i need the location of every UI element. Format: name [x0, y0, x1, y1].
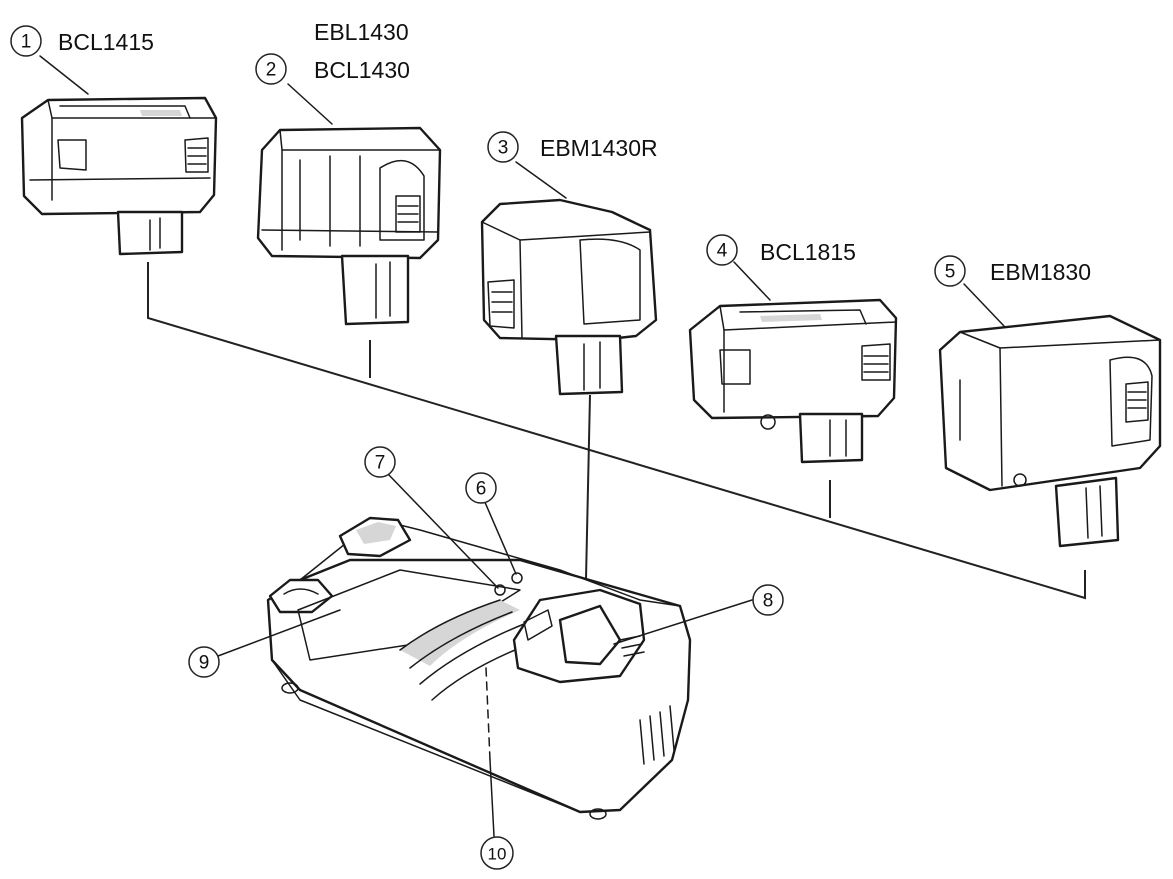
- battery-2-illustration: [256, 126, 442, 326]
- battery-2-marker: 2: [266, 60, 277, 81]
- battery-3-marker: 3: [498, 138, 509, 159]
- part-10-label: 10: [480, 836, 514, 870]
- part-6-marker: 6: [476, 479, 487, 500]
- part-9-marker: 9: [199, 653, 210, 674]
- charger-leaders: [217, 473, 753, 837]
- battery-2-label: EBL1430 2 BCL1430: [255, 19, 410, 85]
- battery-4-model: BCL1815: [760, 239, 856, 265]
- part-10-marker: 10: [488, 845, 507, 864]
- battery-4-label: 4 BCL1815: [706, 234, 856, 266]
- part-7-marker: 7: [375, 453, 386, 474]
- part-6-label: 6: [465, 472, 497, 504]
- battery-4-illustration: [688, 298, 898, 464]
- part-8-label: 8: [752, 584, 784, 616]
- battery-5-label: 5 EBM1830: [934, 255, 1091, 287]
- battery-3-illustration: [480, 198, 658, 396]
- battery-1-marker: 1: [21, 32, 32, 53]
- battery-5-marker: 5: [945, 262, 956, 283]
- battery-3-label: 3 EBM1430R: [487, 131, 658, 163]
- battery-1-illustration: [20, 96, 218, 256]
- battery-leaders: [39, 55, 1005, 327]
- battery-5-illustration: [938, 314, 1162, 548]
- battery-3-model: EBM1430R: [540, 135, 658, 161]
- part-8-marker: 8: [763, 591, 774, 612]
- part-9-label: 9: [188, 646, 220, 678]
- battery-1-model: BCL1415: [58, 29, 154, 55]
- part-7-label: 7: [364, 446, 396, 478]
- battery-4-marker: 4: [717, 241, 728, 262]
- charger-illustration: [266, 516, 692, 820]
- battery-5-model: EBM1830: [990, 259, 1091, 285]
- battery-1-label: 1 BCL1415: [10, 25, 154, 57]
- battery-2-model-line2: BCL1430: [314, 57, 410, 83]
- battery-2-model-line1: EBL1430: [314, 19, 409, 45]
